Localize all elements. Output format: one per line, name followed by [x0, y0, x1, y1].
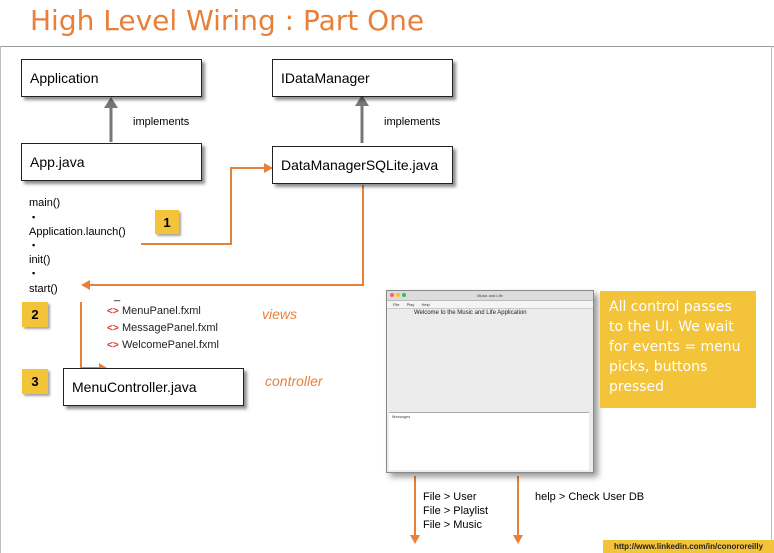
arrow-start-to-controller [80, 302, 100, 369]
fxml-file-icon: <> [107, 322, 119, 334]
seq-dot: ▪ [32, 240, 36, 250]
messages-label: Messages [392, 414, 411, 419]
menucontroller-box: MenuController.java [63, 368, 244, 406]
fxml-file-icon: <> [107, 305, 119, 317]
welcome-text: Welcome to the Music and Life Applicatio… [414, 310, 527, 316]
seq-dot: ▪ [32, 268, 36, 278]
implements-label-app: implements [133, 116, 190, 128]
idatamanager-box: IDataManager [272, 59, 453, 97]
welcome-panel: Welcome to the Music and Life Applicatio… [390, 309, 589, 409]
seq-dot: ▪ [32, 212, 36, 222]
controller-label: controller [265, 373, 323, 389]
arrowhead-menu-pick-right [513, 535, 523, 544]
seq-launch: Application.launch() [29, 226, 126, 238]
app-window-screenshot: Music and Life File Play Help Welcome to… [386, 290, 594, 473]
message-panel: Messages [389, 412, 589, 470]
datamanager-box: DataManagerSQLite.java [272, 146, 453, 184]
implements-arrowhead-dm [355, 95, 369, 106]
window-title: Music and Life [477, 293, 503, 298]
application-box: Application [21, 59, 202, 97]
views-label: views [262, 306, 298, 322]
menu-play: Play [406, 302, 415, 307]
seq-main: main() [29, 197, 61, 209]
seq-init: init() [29, 254, 51, 266]
fxml-file-name: MenuPanel.fxml [122, 305, 201, 317]
seq-start: start() [29, 283, 58, 295]
implements-label-dm: implements [384, 116, 441, 128]
arrow-datamanager-to-start [90, 185, 364, 286]
step-badge-2: 2 [22, 302, 48, 327]
arrowhead-datamanager [264, 163, 273, 173]
menu-pick-file-user: File > User [423, 491, 477, 503]
arrow-launch-to-datamanager [141, 167, 266, 245]
window-menubar: File Play Help [387, 301, 593, 309]
menu-file: File [393, 302, 400, 307]
close-dot-icon [390, 293, 394, 297]
menu-pick-file-music: File > Music [423, 519, 482, 531]
window-titlebar: Music and Life [387, 291, 593, 301]
arrowhead-menu-picks-left [410, 535, 420, 544]
step-badge-3: 3 [22, 369, 48, 394]
slide-title: High Level Wiring : Part One [30, 4, 425, 37]
fxml-file-name: MessagePanel.fxml [122, 322, 218, 334]
title-rule [0, 46, 774, 47]
menu-pick-help-check: help > Check User DB [535, 491, 645, 503]
callout-note: All control passes to the UI. We wait fo… [600, 291, 756, 408]
dash-mark: _ [114, 290, 121, 302]
left-border [0, 46, 1, 553]
fxml-file-welcomepanel: <> WelcomePanel.fxml [107, 339, 219, 351]
fxml-file-menupanel: <> MenuPanel.fxml [107, 305, 201, 317]
fxml-file-messagepanel: <> MessagePanel.fxml [107, 322, 218, 334]
step-badge-1: 1 [155, 210, 179, 234]
fxml-file-icon: <> [107, 339, 119, 351]
menu-help: Help [421, 302, 430, 307]
arrowhead-start [81, 280, 90, 290]
fxml-file-name: WelcomePanel.fxml [122, 339, 219, 351]
zoom-dot-icon [402, 293, 406, 297]
app-java-box: App.java [21, 143, 202, 181]
right-border [771, 46, 772, 553]
implements-arrowhead-app [104, 97, 118, 108]
menu-pick-file-playlist: File > Playlist [423, 505, 489, 517]
linkedin-url: http://www.linkedin.com/in/conororeilly [603, 540, 774, 553]
minimize-dot-icon [396, 293, 400, 297]
